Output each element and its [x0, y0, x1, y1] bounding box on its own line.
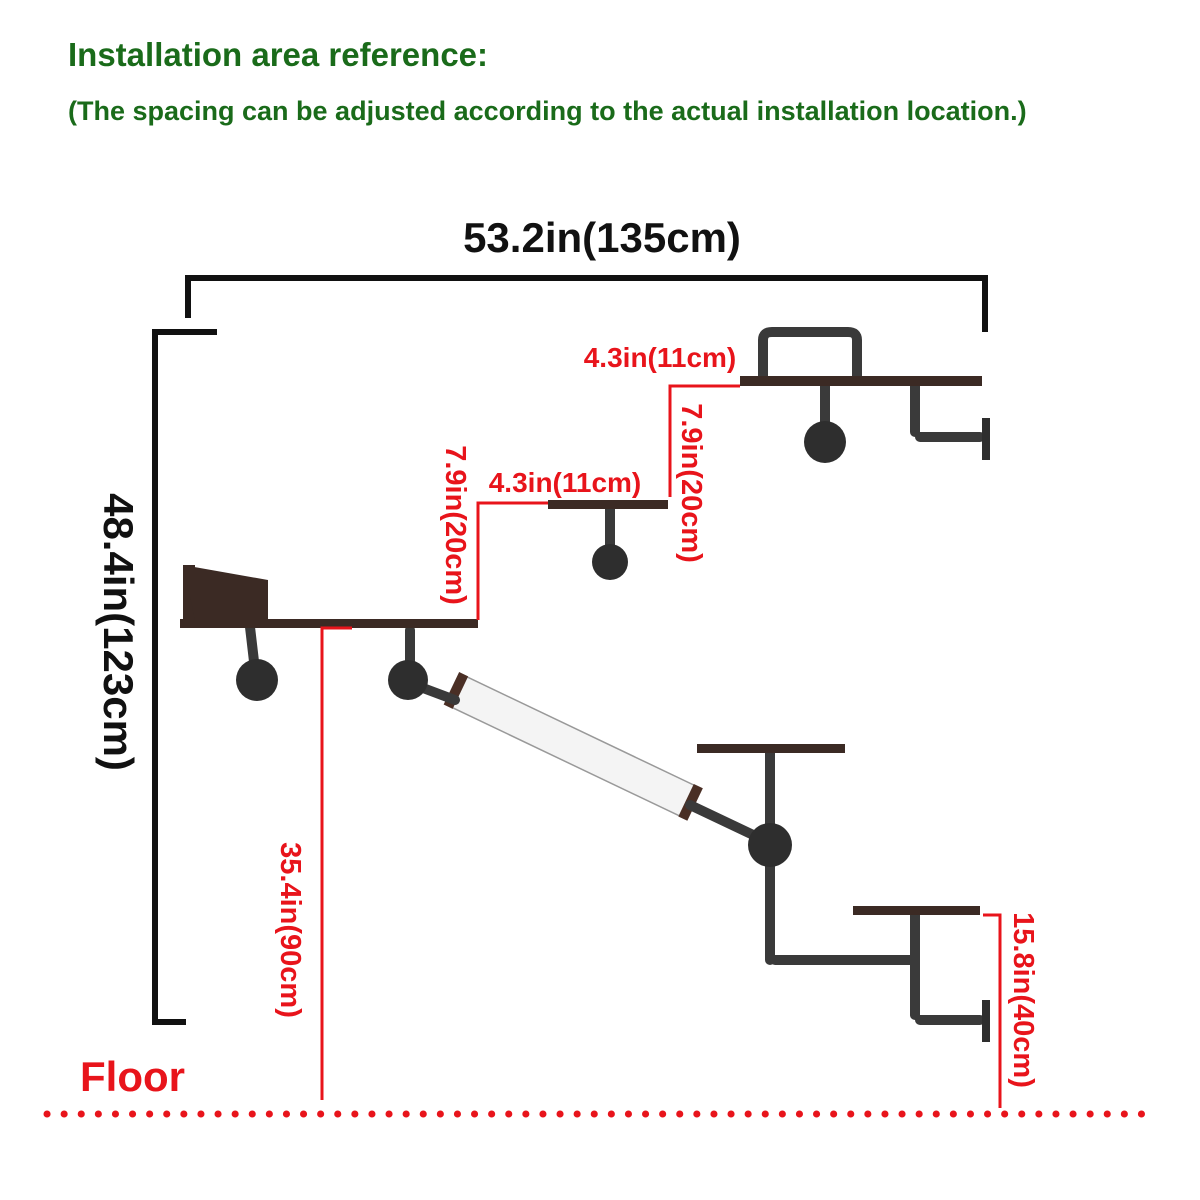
step1-run-label: 4.3in(11cm) [489, 467, 642, 498]
step1-line [476, 501, 548, 620]
shelf-structure [180, 327, 990, 1042]
width-label: 53.2in(135cm) [463, 214, 741, 261]
height-label: 48.4in(123cm) [95, 493, 142, 771]
floor-label: Floor [80, 1053, 185, 1100]
step2-rise-label: 7.9in(20cm) [675, 403, 707, 563]
bottom-shelf-height-label: 35.4in(90cm) [274, 842, 306, 1018]
page-subtitle: (The spacing can be adjusted according t… [68, 96, 1027, 126]
bottom-shelf-height-line [320, 626, 352, 1100]
step2-line [668, 384, 740, 497]
lowest-shelf-height-label: 15.8in(40cm) [1007, 912, 1039, 1088]
width-bracket [185, 275, 988, 332]
step1-rise-label: 7.9in(20cm) [439, 445, 471, 605]
page-title: Installation area reference: [68, 36, 489, 73]
step2-run-label: 4.3in(11cm) [584, 342, 737, 373]
height-bracket [152, 329, 217, 1025]
lowest-shelf-height-line [983, 913, 1002, 1108]
